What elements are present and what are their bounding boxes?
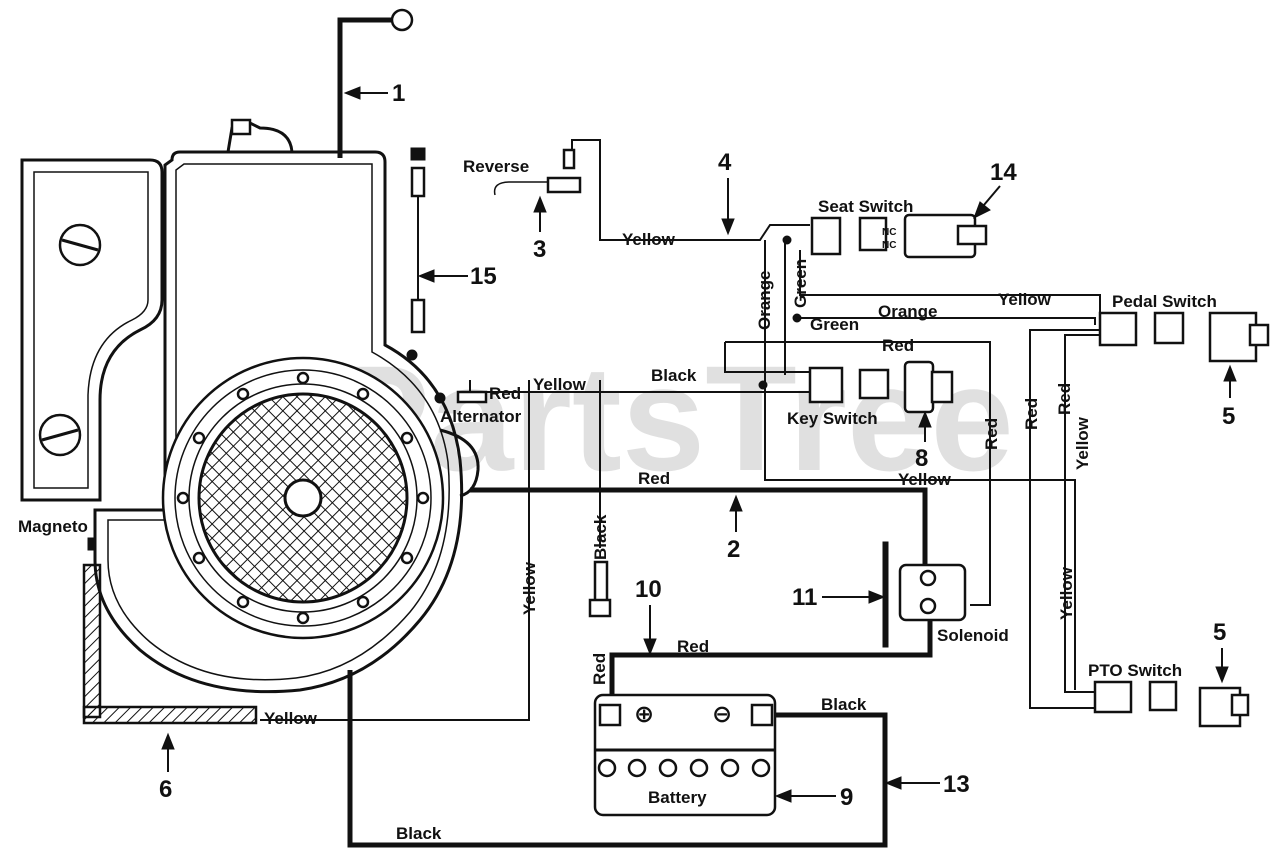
wire-label-yellow: Yellow — [998, 290, 1052, 309]
callout-6: 6 — [159, 776, 172, 803]
label-pto-switch: PTO Switch — [1088, 661, 1182, 680]
callout-13: 13 — [943, 771, 970, 798]
wire-label-red: Red — [1055, 383, 1074, 415]
label-pedal-switch: Pedal Switch — [1112, 292, 1217, 311]
wire-label-red: Red — [489, 384, 521, 403]
label-nc-1: NC — [882, 227, 896, 238]
wire-label-yellow: Yellow — [520, 561, 539, 615]
wire-label-black: Black — [591, 514, 610, 560]
watermark: PartsTree — [330, 334, 1014, 502]
wire-label-red: Red — [638, 469, 670, 488]
wire-label-yellow: Yellow — [1057, 566, 1076, 620]
flywheel-bolts — [176, 371, 430, 625]
magneto-ground — [82, 537, 258, 725]
label-key-switch: Key Switch — [787, 409, 878, 428]
callout-5: 5 — [1222, 403, 1235, 430]
wire-label-red: Red — [1022, 398, 1041, 430]
callouts: 1 15 3 4 14 5 8 2 11 10 5 6 9 — [159, 80, 1237, 811]
wire-label-red: Red — [590, 653, 609, 685]
label-reverse: Reverse — [463, 157, 529, 176]
wire-label-yellow: Yellow — [622, 230, 676, 249]
wire-label-green: Green — [791, 259, 810, 308]
component-labels: Reverse Seat Switch Pedal Switch Key Swi… — [18, 157, 1217, 807]
callout-4: 4 — [718, 149, 732, 176]
callout-15: 15 — [470, 263, 497, 290]
battery: ⊕ ⊖ — [593, 693, 777, 817]
wires — [260, 8, 1270, 848]
callout-14: 14 — [990, 159, 1017, 186]
wire-label-red: Red — [982, 418, 1001, 450]
battery-positive-icon: ⊕ — [634, 701, 654, 728]
callout-3: 3 — [533, 236, 546, 263]
wire-label-orange: Orange — [755, 270, 774, 330]
battery-negative-icon: ⊖ — [712, 701, 732, 728]
label-nc-2: NC — [882, 240, 896, 251]
wire-label-black: Black — [651, 366, 697, 385]
wire-label-yellow: Yellow — [1073, 416, 1092, 470]
label-battery: Battery — [648, 788, 707, 807]
battery-cell-caps — [597, 758, 771, 778]
wire-label-yellow: Yellow — [264, 709, 318, 728]
callout-10: 10 — [635, 576, 662, 603]
wire-label-black: Black — [821, 695, 867, 714]
label-solenoid: Solenoid — [937, 626, 1009, 645]
callout-5: 5 — [1213, 619, 1226, 646]
wire-label-orange: Orange — [878, 302, 938, 321]
label-alternator: Alternator — [440, 407, 522, 426]
wire-label-yellow: Yellow — [533, 375, 587, 394]
wire-label-black: Black — [396, 824, 442, 843]
wire-label-red: Red — [882, 336, 914, 355]
wire-label-red: Red — [677, 637, 709, 656]
callout-8: 8 — [915, 445, 928, 472]
engine — [20, 118, 480, 694]
wire-labels: Yellow Orange Green Yellow Orange Green … — [264, 230, 1092, 843]
callout-9: 9 — [840, 784, 853, 811]
label-magneto: Magneto — [18, 517, 88, 536]
label-seat-switch: Seat Switch — [818, 197, 913, 216]
wire-label-yellow: Yellow — [898, 470, 952, 489]
callout-2: 2 — [727, 536, 740, 563]
callout-1: 1 — [392, 80, 405, 107]
callout-11: 11 — [792, 584, 817, 611]
wire-label-green: Green — [810, 315, 859, 334]
